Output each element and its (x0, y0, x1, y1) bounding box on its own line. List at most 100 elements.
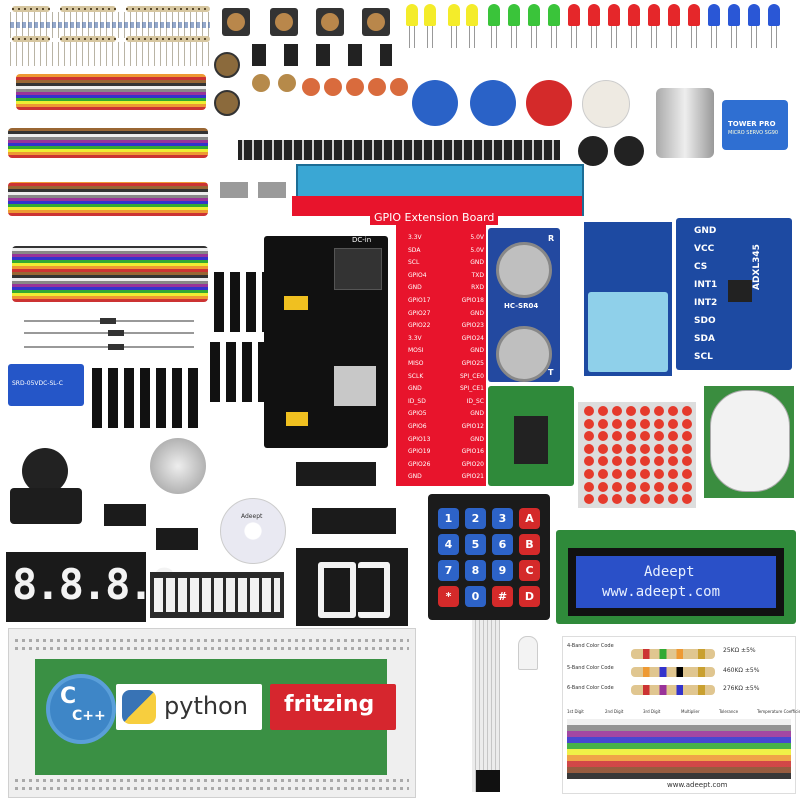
cd-label: Adeept (241, 513, 263, 520)
lcd-screen (576, 556, 776, 608)
adxl-pin-label: VCC (694, 244, 715, 254)
resistor-pack (10, 2, 210, 66)
gpio-pin-label: TXD (471, 271, 484, 279)
keypad-key[interactable]: C (519, 560, 540, 581)
slide-switch-2 (258, 182, 286, 198)
keypad-key[interactable]: 4 (438, 534, 459, 555)
rgb-led (518, 636, 538, 670)
ic-chip-3 (296, 462, 376, 486)
adxl-pin-label: CS (694, 262, 708, 272)
gpio-board-body (396, 224, 486, 486)
ultrasonic-transducer-2 (496, 326, 552, 382)
keypad-key[interactable]: 2 (465, 508, 486, 529)
keypad-key[interactable]: # (492, 586, 513, 607)
transistors-bottom (210, 342, 270, 402)
gpio-pin-label: GND (470, 347, 484, 355)
matrix-led (584, 481, 594, 492)
color-code-footer: www.adeept.com (667, 781, 728, 789)
keypad-key[interactable]: 8 (465, 560, 486, 581)
power-jumper-1 (284, 296, 308, 310)
lcd-line-1: Adeept (644, 564, 695, 580)
matrix-led (654, 443, 664, 454)
matrix-led (654, 494, 664, 505)
matrix-led (626, 456, 636, 467)
keypad-ribbon (472, 620, 500, 792)
gpio-pin-label: GND (470, 259, 484, 267)
matrix-led (668, 494, 678, 505)
color-code-card: 4-Band Color Code 25KΩ ±5% 5-Band Color … (562, 636, 800, 794)
keypad-key[interactable]: * (438, 586, 459, 607)
color-code-header: Tolerance (719, 709, 739, 714)
keypad-key[interactable]: 7 (438, 560, 459, 581)
matrix-led (640, 443, 650, 454)
buzzer-2 (614, 136, 644, 166)
keypad-key[interactable]: 3 (492, 508, 513, 529)
gpio-pin-label: 5.0V (470, 234, 484, 241)
keypad-key[interactable]: B (519, 534, 540, 555)
tactile-button-4 (362, 8, 390, 36)
adxl-chip (728, 280, 752, 302)
matrix-led (598, 431, 608, 442)
ultrasonic-label: HC-SR04 (504, 302, 539, 310)
fritzing-logo: fritzing (270, 684, 396, 730)
led-matrix (578, 402, 696, 508)
keypad-key[interactable]: 6 (492, 534, 513, 555)
matrix-led (598, 443, 608, 454)
electrolytic-caps (92, 368, 202, 428)
adxl-pin-label: INT1 (694, 280, 718, 290)
matrix-led (668, 418, 678, 429)
ic-chip-4 (312, 508, 396, 534)
ceramic-capacitor-2 (324, 78, 342, 96)
color-code-row-1: 4-Band Color Code (567, 643, 614, 649)
color-code-header: 1st Digit (567, 709, 584, 714)
keypad-key[interactable]: 1 (438, 508, 459, 529)
push-buttons-small (252, 44, 392, 66)
matrix-led (598, 481, 608, 492)
matrix-led (584, 469, 594, 479)
matrix-led (668, 443, 678, 454)
photoresistor-1 (252, 74, 270, 92)
matrix-led (598, 456, 608, 467)
keypad-key[interactable]: A (519, 508, 540, 529)
ceramic-capacitor-1 (302, 78, 320, 96)
diodes (24, 318, 194, 354)
matrix-led (612, 456, 622, 467)
gpio-pin-label: GPIO20 (461, 460, 484, 468)
ultrasonic-sensor: HC-SR04 R T (488, 228, 560, 382)
gpio-pin-label: SPI_CE0 (460, 372, 484, 380)
python-icon (122, 690, 156, 724)
ic-chip-2 (156, 528, 198, 550)
color-code-header: 2nd Digit (605, 709, 624, 714)
keypad-key[interactable]: 9 (492, 560, 513, 581)
cd-disc: Adeept (220, 498, 286, 564)
pin-header-strip (238, 140, 560, 160)
button-cap-white (582, 80, 630, 128)
lcd-1602: Adeept www.adeept.com (556, 530, 796, 624)
servo-sub: MICRO SERVO SG90 (728, 130, 779, 136)
keypad-key[interactable]: 5 (465, 534, 486, 555)
jumper-cable-1 (16, 74, 206, 110)
color-code-table (567, 719, 791, 779)
keypad-key[interactable]: 0 (465, 586, 486, 607)
gpio-pin-label: ID_SD (408, 397, 426, 405)
servo-label: TOWER PRO (728, 120, 776, 128)
gpio-pin-label: GPIO16 (461, 448, 484, 456)
joystick-base (10, 488, 82, 524)
cpp-logo: C C++ (46, 674, 116, 744)
ceramic-capacitor-4 (368, 78, 386, 96)
adxl-chip-label: ADXL345 (752, 244, 762, 290)
potentiometer-2 (214, 90, 240, 116)
power-module: DC-in (264, 236, 388, 448)
matrix-led (626, 481, 636, 492)
matrix-led (668, 456, 678, 467)
color-code-row-2: 5-Band Color Code (567, 665, 614, 671)
potentiometer-1 (214, 52, 240, 78)
keypad-key[interactable]: D (519, 586, 540, 607)
power-jumper-2 (286, 412, 308, 426)
matrix-led (654, 469, 664, 479)
matrix-led (654, 481, 664, 492)
matrix-led (626, 494, 636, 505)
ceramic-capacitor-3 (346, 78, 364, 96)
